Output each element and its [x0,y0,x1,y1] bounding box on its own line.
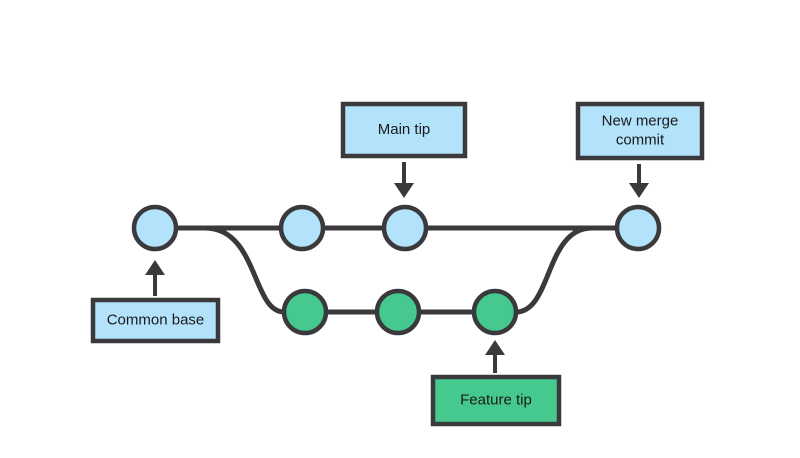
commit-node-main-2[interactable] [278,204,326,252]
label-line: New merge [602,112,679,129]
arrow-feature-tip [485,340,505,373]
label-line: commit [616,131,665,148]
label-box-rect [575,101,705,161]
arrow-head-down-icon [629,183,649,198]
label-line: Common base [107,311,205,328]
edge-branch-off-curve [202,225,287,315]
label-box-rect [90,297,221,344]
arrow-new-merge-commit [629,164,649,198]
edge-merge-curve [513,225,595,315]
arrow-main-tip [394,162,414,198]
label-box-rect [430,374,562,427]
commit-node-main-tip[interactable] [381,204,429,252]
label-line: Main tip [378,121,431,138]
label-box-text: Feature tip [460,391,532,408]
callout-boxes: Main tip New merge commit Common base Fea… [90,101,705,427]
arrow-common-base [145,260,165,296]
callout-arrows [145,162,649,373]
label-box-rect [340,101,468,159]
label-box-feature-tip[interactable]: Feature tip [430,374,562,427]
arrow-head-down-icon [394,183,414,198]
commit-node-common-base[interactable] [131,204,179,252]
label-box-common-base[interactable]: Common base [90,297,221,344]
label-box-main-tip[interactable]: Main tip [340,101,468,159]
commit-node-merge[interactable] [614,204,662,252]
commit-nodes [131,204,662,336]
commit-node-feature-2[interactable] [374,288,422,336]
label-box-new-merge-commit[interactable]: New merge commit [575,101,705,161]
label-box-text: New merge commit [602,112,679,148]
label-box-text: Common base [107,311,205,328]
arrow-head-up-icon [485,340,505,355]
arrow-head-up-icon [145,260,165,275]
label-box-text: Main tip [378,121,431,138]
commit-node-feature-1[interactable] [281,288,329,336]
label-line: Feature tip [460,391,532,408]
commit-node-feature-tip[interactable] [471,288,519,336]
